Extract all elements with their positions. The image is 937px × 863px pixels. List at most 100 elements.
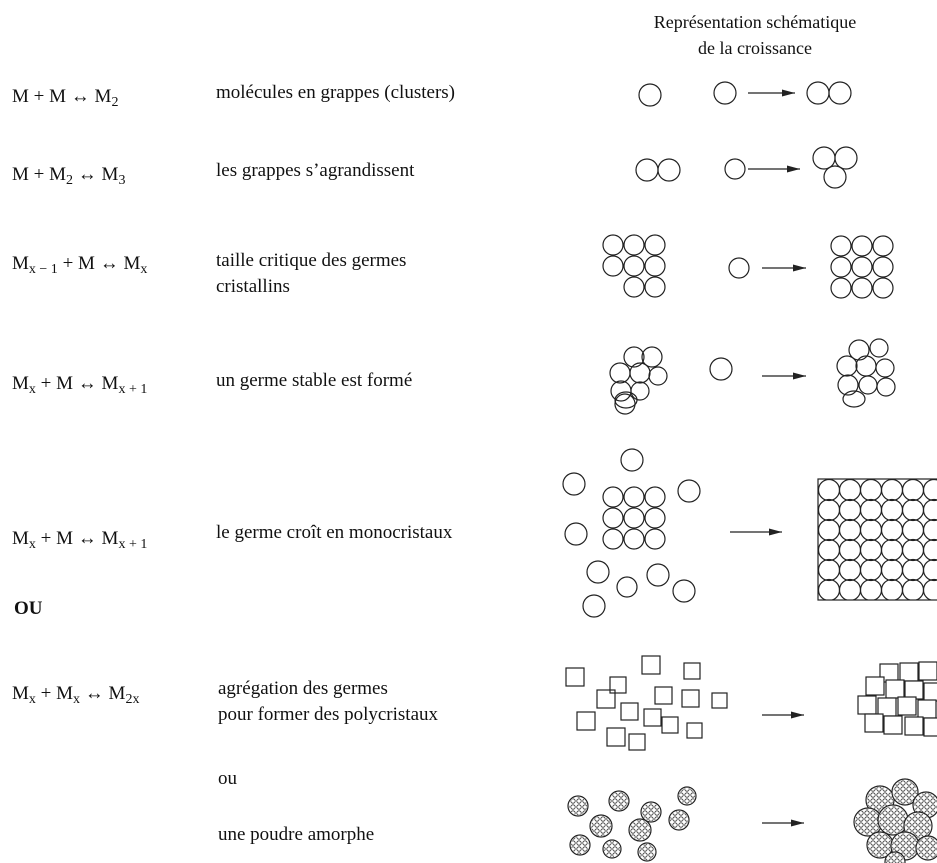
- eq-subscript: x: [73, 692, 81, 707]
- amorphous-cluster-icon: [668, 809, 690, 831]
- crystal-unit-icon: [901, 479, 925, 502]
- equilibrium-arrow: ↔: [77, 164, 97, 185]
- crystal-unit-icon: [838, 558, 862, 582]
- amorphous-powder-icon: [853, 778, 937, 863]
- polycrystal-icon: [857, 661, 937, 737]
- description-row1: molécules en grappes (clusters): [216, 82, 455, 103]
- crystal-unit-icon: [922, 538, 937, 562]
- crystal-unit-icon: [838, 498, 862, 522]
- plus-sign: +: [33, 86, 45, 107]
- plus-sign: +: [40, 683, 52, 704]
- description-row6-line1: agrégation des germes: [218, 678, 388, 699]
- crystal-unit-icon: [818, 578, 841, 600]
- monomer-pair-icon: [638, 81, 737, 107]
- crystal-unit-icon: [859, 538, 883, 562]
- eq-term: M: [123, 253, 141, 274]
- crystal-unit-icon: [901, 538, 925, 562]
- crystal-unit-icon: [922, 479, 937, 502]
- amorphous-cluster-icon: [891, 778, 919, 806]
- schema-header-line2: de la croissance: [698, 38, 812, 58]
- eq-subscript: x: [28, 692, 36, 707]
- amorphous-cluster-icon: [877, 804, 909, 836]
- eq-term: M: [12, 528, 29, 549]
- eq-subscript: x: [140, 262, 148, 277]
- amorphous-cluster-icon: [608, 790, 630, 812]
- full-nucleus-icon: [830, 235, 894, 299]
- eq-subscript: 3: [118, 173, 126, 188]
- amorphous-cluster-icon: [628, 818, 652, 842]
- equilibrium-arrow: ↔: [77, 373, 97, 394]
- amorphous-cluster-icon: [567, 795, 589, 817]
- crystal-unit-icon: [859, 578, 883, 600]
- plus-sign: +: [40, 528, 52, 549]
- equation-row3: Mx − 1 + M ↔ Mx: [12, 253, 147, 278]
- eq-term: M: [94, 86, 112, 107]
- equilibrium-arrow: ↔: [84, 683, 104, 704]
- equation-row6: Mx + Mx ↔ M2x: [12, 683, 139, 708]
- eq-subscript: x + 1: [118, 382, 148, 397]
- description-row2: les grappes s’agrandissent: [216, 160, 415, 181]
- crystal-unit-icon: [838, 479, 862, 502]
- amorphous-cluster-icon: [602, 839, 622, 859]
- equation-row1: M + M ↔ M2: [12, 86, 118, 111]
- amorphous-powder-label: une poudre amorphe: [218, 824, 375, 845]
- equilibrium-arrow: ↔: [77, 528, 97, 549]
- eq-term: M: [49, 164, 67, 185]
- polycrystal-nuclei-icon: [565, 655, 728, 751]
- trimer-icon: [812, 146, 858, 189]
- crystal-unit-icon: [922, 518, 937, 542]
- crystal-unit-icon: [859, 479, 883, 502]
- eq-term: M: [12, 373, 29, 394]
- crystal-unit-icon: [818, 558, 841, 582]
- crystal-unit-icon: [818, 518, 841, 542]
- eq-term: M: [101, 164, 119, 185]
- crystal-unit-icon: [922, 498, 937, 522]
- amorphous-cluster-icon: [640, 801, 662, 823]
- eq-subscript: x − 1: [28, 262, 58, 277]
- amorphous-cluster-icon: [589, 814, 613, 838]
- eq-term: M: [12, 683, 29, 704]
- grown-nucleus-icon: [836, 338, 896, 408]
- eq-term: M: [12, 86, 29, 107]
- crystal-unit-icon: [880, 498, 904, 522]
- eq-term: M: [78, 253, 95, 274]
- crystal-unit-icon: [922, 578, 937, 600]
- amorphous-cluster-icon: [866, 831, 894, 859]
- equation-row5: Mx + M ↔ Mx + 1: [12, 528, 147, 553]
- crystal-unit-icon: [838, 578, 862, 600]
- crystal-unit-icon: [859, 518, 883, 542]
- crystal-unit-icon: [880, 578, 904, 600]
- critical-nucleus-icon: [602, 234, 750, 298]
- monocrystal-icon: [817, 478, 937, 601]
- eq-term: M: [108, 683, 126, 704]
- eq-subscript: x: [28, 382, 36, 397]
- plus-sign: +: [40, 373, 52, 394]
- amorphous-cluster-icon: [677, 786, 697, 806]
- stable-nucleus-icon: [609, 346, 733, 415]
- eq-subscript: 2: [66, 173, 74, 188]
- plus-sign: +: [33, 164, 45, 185]
- or-separator-upper: OU: [14, 598, 43, 619]
- eq-term: M: [101, 528, 119, 549]
- or-separator-lower: ou: [218, 768, 237, 789]
- amorphous-cluster-icon: [637, 842, 657, 862]
- crystal-unit-icon: [859, 558, 883, 582]
- equilibrium-arrow: ↔: [99, 253, 119, 274]
- amorphous-particles-icon: [567, 786, 697, 862]
- crystal-unit-icon: [859, 498, 883, 522]
- crystal-unit-icon: [880, 518, 904, 542]
- eq-term: M: [56, 373, 74, 394]
- description-row5: le germe croît en monocristaux: [216, 522, 453, 543]
- description-row4: un germe stable est formé: [216, 370, 413, 391]
- description-row3-line2: cristallins: [216, 276, 290, 297]
- amorphous-cluster-icon: [915, 835, 937, 861]
- eq-term: M: [12, 253, 29, 274]
- monocrystal-growth-icon: [562, 448, 701, 618]
- crystal-unit-icon: [818, 479, 841, 502]
- equation-row2: M + M2 ↔ M3: [12, 164, 125, 189]
- equation-row4: Mx + M ↔ Mx + 1: [12, 373, 147, 398]
- crystal-unit-icon: [922, 558, 937, 582]
- amorphous-cluster-icon: [569, 834, 591, 856]
- amorphous-cluster-icon: [912, 791, 937, 819]
